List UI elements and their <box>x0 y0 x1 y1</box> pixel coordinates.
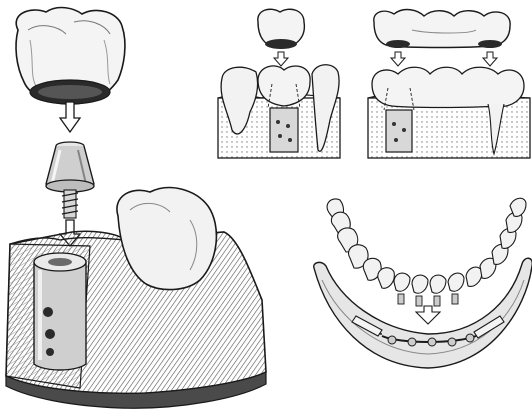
crown <box>258 9 305 49</box>
arrow-down-icon <box>274 52 288 66</box>
single-implant-exploded-panel <box>6 8 266 409</box>
implant-overdenture-panel <box>314 198 532 368</box>
arrow-down-icon <box>391 52 405 66</box>
arrow-down-icon <box>483 52 497 66</box>
abutment <box>46 142 94 218</box>
implant-bridge-panel <box>368 10 530 158</box>
arrow-down-icon <box>60 102 80 132</box>
denture-arch <box>327 198 526 306</box>
bridge <box>374 10 510 48</box>
single-implant-crown-panel <box>218 9 340 158</box>
arrow-down-icon <box>416 306 440 324</box>
crown <box>16 8 125 104</box>
